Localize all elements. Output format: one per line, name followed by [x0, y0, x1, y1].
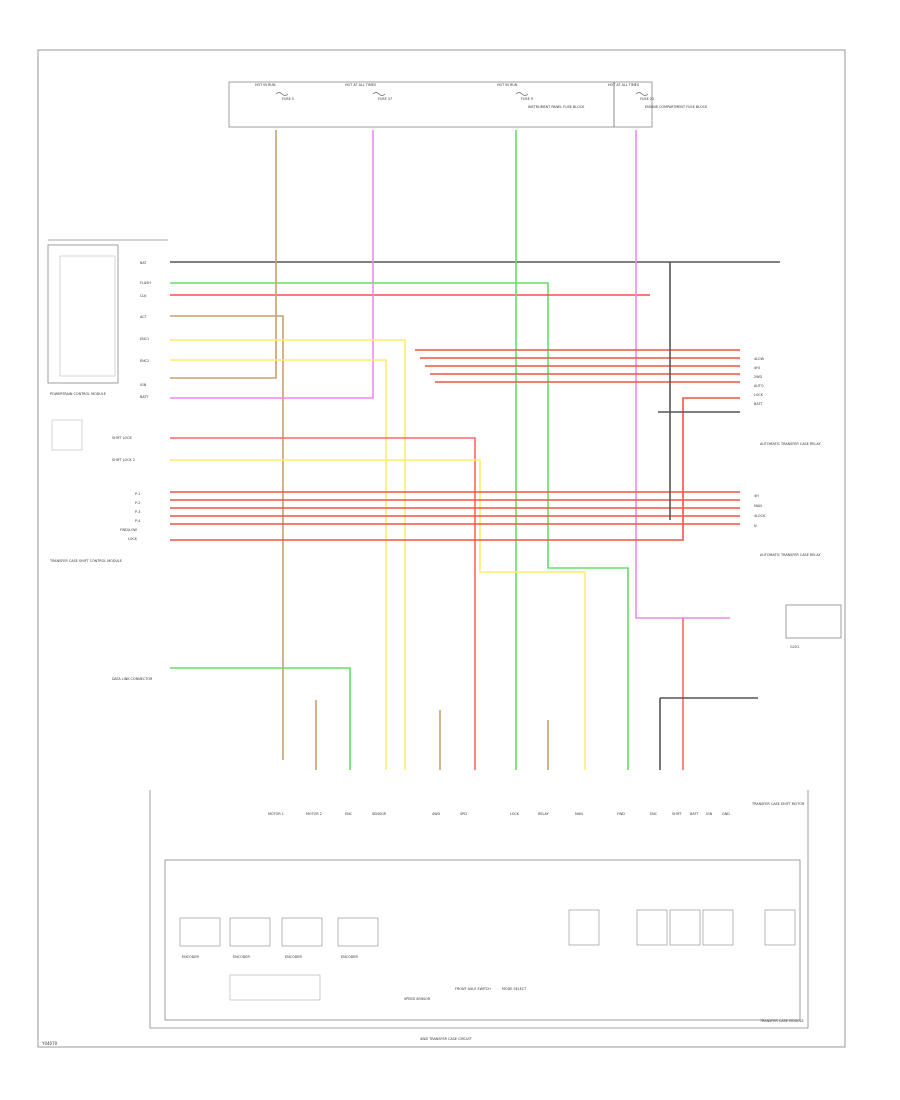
- right-label-man: MAN: [754, 504, 762, 508]
- right-label-4lock: 4LOCK: [754, 514, 766, 518]
- left-label-flash: FLASH: [140, 281, 151, 285]
- fuse-box: HOT IN RUN HOT AT ALL TIMES HOT IN RUN H…: [228, 81, 708, 128]
- wire-ign: [170, 130, 277, 379]
- left-label-enc2: ENC2: [140, 359, 149, 363]
- transfer-case-motor-title: TRANSFER CASE SHIFT MOTOR: [751, 802, 805, 806]
- left-label-clk: CLK: [140, 294, 147, 298]
- bottom-label-4: SENSOR: [372, 812, 387, 816]
- wire-shift-lock-2: [170, 459, 586, 770]
- fuse-box-note-2: ENGINE COMPARTMENT FUSE BLOCK: [645, 105, 708, 109]
- right-label-2wd: 2WD: [754, 375, 763, 379]
- ground-label: G201: [790, 645, 799, 649]
- wire-diag: [170, 667, 351, 770]
- bottom-connector-labels: MOTOR 1 MOTOR 2 ENC SENSOR 4WD SPD LOCK …: [268, 812, 730, 816]
- bottom-label-2: MOTOR 2: [306, 812, 322, 816]
- left-label-fwd-low: FWD/LOW: [120, 528, 137, 532]
- left-label-bat: BAT: [140, 261, 147, 265]
- wire-act: [170, 315, 284, 760]
- bottom-label-10: FWD: [617, 812, 625, 816]
- component-3: ENCODER: [285, 955, 302, 959]
- component-6: FRONT AXLE SWITCH: [455, 987, 491, 991]
- right-label-n: N: [754, 524, 757, 528]
- bottom-label-12: SHIFT: [672, 812, 683, 816]
- left-label-shift-lock: SHIFT LOCK: [112, 436, 133, 440]
- fuse-2-name: FUSE 37: [378, 97, 392, 101]
- bottom-label-11: ENC: [650, 812, 658, 816]
- left-label-shift-lock-2: SHIFT LOCK 2: [112, 458, 135, 462]
- right-modules: AUTOMATIC TRANSFER CASE RELAY AUTOMATIC …: [754, 357, 842, 639]
- footer-code: Y04070: [41, 1041, 58, 1046]
- wire-shift-lock: [170, 437, 476, 770]
- fuse-group-3: HOT IN RUN: [497, 83, 518, 87]
- right-label-4hi: 4HI: [754, 366, 760, 370]
- bottom-module-title: TRANSFER CASE MODULE: [759, 1019, 804, 1023]
- left-label-p1: P-1: [135, 492, 140, 496]
- left-label-lock: LOCK: [128, 537, 138, 541]
- right-module-2-title: AUTOMATIC TRANSFER CASE RELAY: [760, 553, 821, 557]
- wire-enc1: [170, 339, 406, 770]
- left-label-batt: BATT: [140, 395, 149, 399]
- bottom-label-9: MAN: [575, 812, 583, 816]
- left-label-p2: P-2: [135, 501, 140, 505]
- wire-enc2: [170, 359, 387, 770]
- component-1: ENCODER: [182, 955, 199, 959]
- bottom-label-1: MOTOR 1: [268, 812, 284, 816]
- left-connector-labels: BAT FLASH CLK ACT ENC1 ENC2 IGN BATT SHI…: [112, 261, 151, 541]
- left-label-p3: P-3: [135, 510, 140, 514]
- fuse-group-2: HOT AT ALL TIMES: [345, 83, 376, 87]
- bottom-label-14: IGN: [706, 812, 713, 816]
- left-label-ign: IGN: [140, 383, 147, 387]
- wire-flash: [170, 282, 629, 770]
- left-module-title: POWERTRAIN CONTROL MODULE: [50, 392, 106, 396]
- right-label-lock: LOCK: [754, 393, 764, 397]
- bottom-label-15: GND: [722, 812, 730, 816]
- diagram-frame: [37, 49, 846, 1048]
- component-2: ENCODER: [233, 955, 250, 959]
- bottom-label-6: SPD: [460, 812, 467, 816]
- right-label-4low: 4LOW: [754, 357, 765, 361]
- component-5: SPEED SENSOR: [404, 997, 431, 1001]
- component-7: MODE SELECT: [502, 987, 527, 991]
- component-4: ENCODER: [341, 955, 358, 959]
- fuse-3-name: FUSE 9: [521, 97, 533, 101]
- bottom-label-7: LOCK: [510, 812, 520, 816]
- fuse-box-note-1: INSTRUMENT PANEL FUSE BLOCK: [528, 105, 585, 109]
- bottom-label-5: 4WD: [432, 812, 441, 816]
- right-module-1-title: AUTOMATIC TRANSFER CASE RELAY: [760, 442, 821, 446]
- left-label-act: ACT: [140, 315, 148, 319]
- diagram-subtitle: 4WD TRANSFER CASE CIRCUIT: [420, 1037, 472, 1041]
- left-module: POWERTRAIN CONTROL MODULE TRANSFER CASE …: [47, 239, 168, 563]
- diagnostic-connector-label: DATA LINK CONNECTOR: [112, 677, 153, 681]
- left-label-enc1: ENC1: [140, 337, 149, 341]
- right-label-batt: BATT: [754, 402, 763, 406]
- left-label-p4: P-4: [135, 519, 140, 523]
- wire-lock: [170, 397, 740, 541]
- fuse-group-4: HOT AT ALL TIMES: [608, 83, 639, 87]
- transfer-case-module: ENCODER ENCODER ENCODER ENCODER SPEED SE…: [149, 790, 809, 1041]
- bottom-label-3: ENC: [345, 812, 353, 816]
- fuse-4-name: FUSE 21: [640, 97, 654, 101]
- right-label-4h: 4H: [754, 494, 759, 498]
- wires: [170, 130, 780, 770]
- wire-relay: [635, 130, 730, 619]
- fuse-group-1: HOT IN RUN: [255, 83, 276, 87]
- left-module2-title: TRANSFER CASE SHIFT CONTROL MODULE: [49, 559, 122, 563]
- right-label-auto: AUTO: [754, 384, 764, 388]
- bottom-label-13: BATT: [690, 812, 699, 816]
- fuse-1-name: FUSE 5: [282, 97, 294, 101]
- bottom-label-8: RELAY: [538, 812, 550, 816]
- wire-batt: [170, 130, 374, 399]
